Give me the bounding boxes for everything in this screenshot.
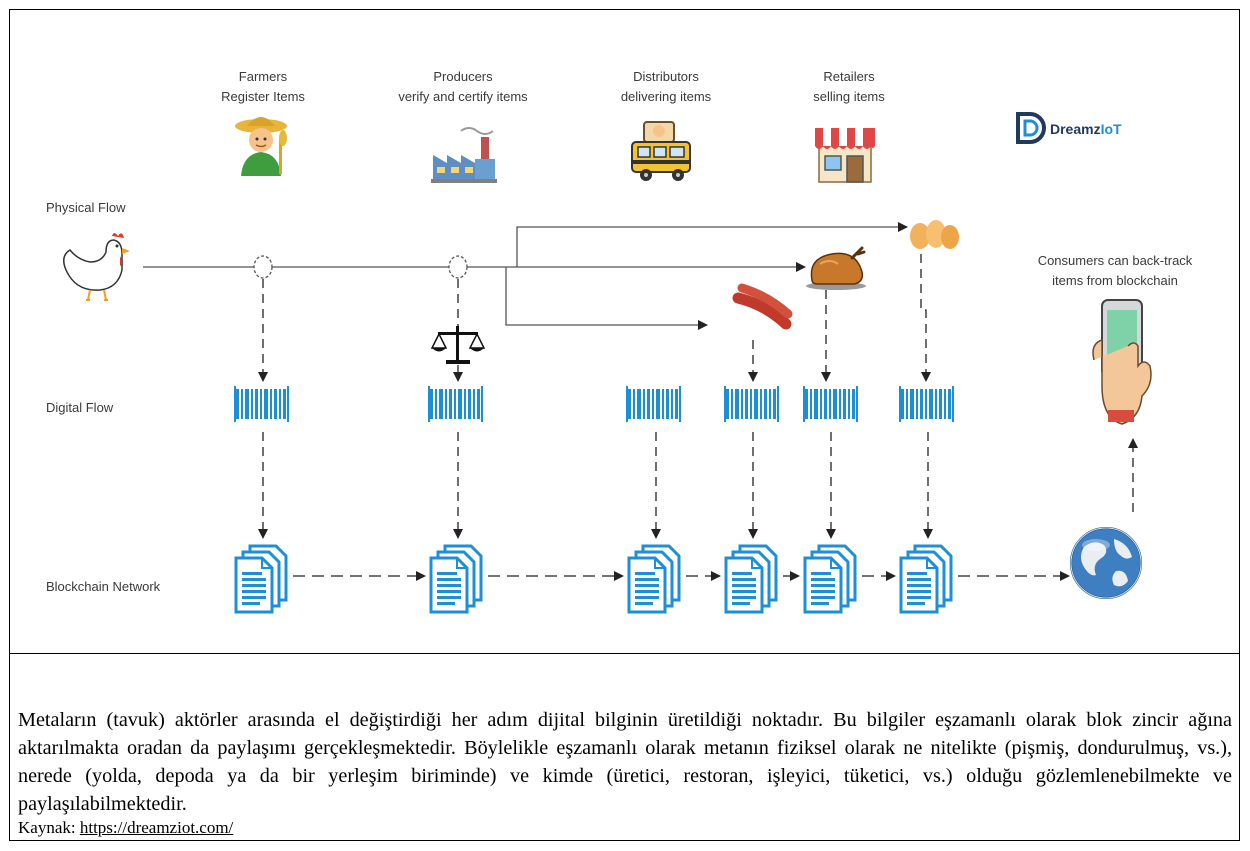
chicken-icon xyxy=(63,233,130,301)
scale-icon xyxy=(430,326,486,364)
caption-divider xyxy=(9,653,1240,654)
node-producers xyxy=(448,255,468,279)
dreamziot-logo: DreamzIoT xyxy=(1016,112,1122,144)
actor-farmers-line1: Farmers xyxy=(239,69,288,84)
actor-retailers-line2: selling items xyxy=(813,89,885,104)
source-label: Kaynak: xyxy=(18,818,76,837)
row-label-blockchain-network: Blockchain Network xyxy=(46,579,161,594)
document-stack-icon xyxy=(724,544,778,614)
barcode-icon xyxy=(899,386,954,422)
actor-producers-line2: verify and certify items xyxy=(398,89,528,104)
figure-caption: Metaların (tavuk) aktörler arasında el d… xyxy=(18,709,1232,815)
barcode-icon xyxy=(234,386,289,422)
globe-icon xyxy=(1070,527,1142,599)
logo-text-dark: Dreamz xyxy=(1050,121,1101,137)
logo-text-accent: IoT xyxy=(1101,121,1122,137)
farmer-icon xyxy=(235,117,287,176)
vertical-flow-arrows xyxy=(258,254,1138,539)
actor-distributors-line2: delivering items xyxy=(621,89,712,104)
barcode-icon xyxy=(626,386,681,422)
actor-retailers-line1: Retailers xyxy=(823,69,875,84)
document-stack-icon xyxy=(429,544,483,614)
source-link[interactable]: https://dreamziot.com/ xyxy=(79,818,234,837)
actor-producers-line1: Producers xyxy=(433,69,493,84)
svg-text:DreamzIoT: DreamzIoT xyxy=(1050,121,1122,137)
phone-in-hand-icon xyxy=(1092,299,1152,425)
actor-farmers-line2: Register Items xyxy=(221,89,305,104)
row-label-digital-flow: Digital Flow xyxy=(46,400,114,415)
consumer-text-line2: items from blockchain xyxy=(1052,273,1178,288)
document-stack-icon xyxy=(803,544,857,614)
barcode-icon xyxy=(428,386,483,422)
roast-chicken-icon xyxy=(806,246,866,290)
barcode-icon xyxy=(724,386,779,422)
barcode-icon xyxy=(803,386,858,422)
sausages-icon xyxy=(732,283,793,330)
consumer-text-line1: Consumers can back-track xyxy=(1038,253,1193,268)
delivery-truck-icon xyxy=(631,121,691,181)
node-farmers xyxy=(253,255,273,279)
factory-icon xyxy=(431,127,497,183)
actor-distributors-line1: Distributors xyxy=(633,69,699,84)
figure-frame xyxy=(9,9,1240,841)
document-stack-icon xyxy=(899,544,953,614)
row-label-physical-flow: Physical Flow xyxy=(46,200,126,215)
eggs-icon xyxy=(910,220,959,249)
supply-chain-diagram: Farmers Register Items Producers verify … xyxy=(46,69,1193,614)
store-icon xyxy=(815,128,875,183)
source-line: Kaynak: https://dreamziot.com/ xyxy=(18,818,233,838)
document-stack-icon xyxy=(234,544,288,614)
document-stack-icon xyxy=(627,544,681,614)
physical-flow-lines xyxy=(143,222,908,330)
